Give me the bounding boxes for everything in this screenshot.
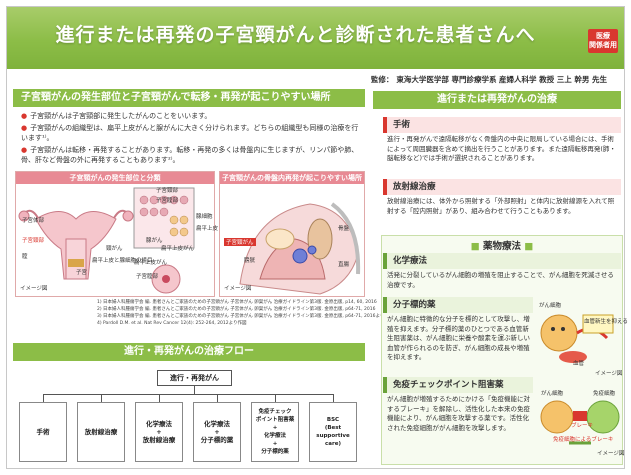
- uterus-illustration: [18, 187, 195, 294]
- label-squamous-carcinoma-2: 扁平上皮がん: [134, 260, 168, 266]
- ill-label-brake: ブレーキ: [571, 423, 594, 429]
- drug-therapy-panel: ■ 薬物療法 ■: [381, 235, 623, 465]
- label-image-note-2: イメージ図: [224, 286, 252, 292]
- targeted-heading: 分子標的薬: [383, 297, 533, 313]
- reference-2: 2) 日本婦人科腫瘍学会 編. 患者さんとご家族のための子宮頸がん 子宮体がん …: [97, 307, 376, 312]
- flow-connector-v: [194, 386, 195, 394]
- header-banner: 進行または再発の子宮頸がんと診断された患者さんへ 医療 関係者用: [7, 7, 624, 69]
- radiation-text: 放射線治療には、体外から照射する「外部照射」と体内に放射線源を入れて照射する「腔…: [387, 197, 615, 215]
- flow-tick-1: [43, 394, 44, 402]
- pelvis-illustration: [239, 202, 361, 295]
- flow-tick-6: [333, 394, 334, 402]
- flow-tick-5: [275, 394, 276, 402]
- ill-label-brake-caption: 免疫細胞によるブレーキ: [553, 437, 614, 443]
- angiogenesis-illustration: [540, 314, 614, 363]
- flow-tick-4: [217, 394, 218, 402]
- figure-recurrence-sites: 子宮頸がんの骨盤内再発が起こりやすい場所 子宮頸がん 膀胱 骨盤 直腸 イメージ…: [219, 171, 365, 297]
- poster: 進行または再発の子宮頸がんと診断された患者さんへ 医療 関係者用 監修：東海大学…: [6, 6, 628, 469]
- label-cervical-cancer-2: 子宮頸がん: [224, 238, 256, 246]
- flow-chemoradiation: 化学療法 + 放射線治療: [135, 402, 183, 462]
- label-rectum: 直腸: [338, 262, 350, 268]
- bullet-2: ●子宮頸がんの組織型は、扁平上皮がんと腺がんに大きく分けられます。どちらの組織型…: [21, 124, 359, 142]
- figure2-caption: 子宮頸がんの骨盤内再発が起こりやすい場所: [220, 172, 364, 184]
- section-title-site: 子宮頸がんの発生部位と子宮頸がんで転移・再発が起こりやすい場所: [13, 89, 365, 107]
- reference-3: 3) 日本婦人科腫瘍学会 編. 患者さんとご家族のための子宮頸がん 子宮体がん …: [97, 314, 394, 319]
- label-squamous-carcinoma: 扁平上皮がん: [161, 246, 195, 252]
- flow-connector-h: [43, 394, 333, 395]
- checkpoint-text: がん細胞が増殖するためにかける「免疫機能に対するブレーキ」を解除し、活性化した本…: [387, 395, 530, 432]
- label-cervix-left: 子宮頸部: [22, 238, 45, 244]
- reference-4: 4) Pardoll D.M. et al. Nat Rev Cancer 12…: [97, 321, 247, 326]
- label-uterine-body: 子宮体部: [22, 218, 45, 224]
- surgery-text: 進行・再発がんで遠隔転移がなく骨盤内の中央に限局している場合には、手術によって周…: [387, 135, 616, 162]
- label-vagina: 腟: [22, 254, 28, 260]
- flow-radiation: 放射線治療: [77, 402, 125, 462]
- label-squamous: 扁平上皮: [196, 226, 219, 232]
- checkpoint-heading: 免疫チェックポイント阻害薬: [383, 377, 533, 393]
- flow-surgery: 手術: [19, 402, 67, 462]
- badge-line1: 医療: [596, 32, 610, 40]
- label-bladder: 膀胱: [244, 258, 256, 264]
- ill-label-vessel: 血管: [573, 361, 585, 367]
- label-vaginal-part-2: 子宮腟部: [136, 274, 159, 280]
- ill-label-inhibit: 血管新生を抑える: [584, 319, 628, 325]
- targeted-text: がん細胞に特徴的な分子を標的として攻撃し、増殖を抑えます。分子標的薬のひとつであ…: [387, 315, 530, 361]
- flow-chemo-targeted: 化学療法 + 分子標的薬: [193, 402, 241, 462]
- drug-therapy-heading: ■ 薬物療法 ■: [470, 241, 534, 252]
- ill-label-image-4: イメージ図: [597, 451, 625, 457]
- radiation-heading: 放射線治療: [383, 179, 621, 195]
- flow-root: 進行・再発がん: [157, 370, 232, 386]
- label-vaginal-part: 子宮腟部: [156, 198, 179, 204]
- ill-label-cancer-cell: がん細胞: [539, 303, 562, 309]
- surgery-heading: 手術: [383, 117, 621, 133]
- ill-label-cancer-cell-2: がん細胞: [541, 391, 564, 397]
- section-title-treatment: 進行または再発がんの治療: [373, 91, 621, 109]
- label-uterus: 子宮: [76, 270, 88, 276]
- bullet-3: ●子宮頸がんは転移・再発することがあります。転移・再発の多くは骨盤内に生じますが…: [21, 146, 359, 164]
- badge-line2: 関係者用: [589, 41, 617, 49]
- supervisor-label: 監修：: [370, 75, 394, 84]
- checkpoint-illustration: [540, 400, 620, 445]
- ill-label-immune-cell: 免疫細胞: [593, 391, 616, 397]
- section-title-flow: 進行・再発がんの治療フロー: [13, 343, 365, 361]
- bullet-1: ●子宮頸がんは子宮頸部に発生したがんのことをいいます。: [21, 112, 212, 120]
- label-boundary: 扁平上皮と腺細胞の境目: [92, 258, 153, 264]
- page-title: 進行または再発の子宮頸がんと診断された患者さんへ: [55, 24, 536, 46]
- figure1-caption: 子宮頸がんの発生部位と分類: [16, 172, 214, 184]
- flow-tick-2: [101, 394, 102, 402]
- label-cervix: 子宮頸部: [156, 188, 179, 194]
- figure-site-classification: 子宮頸がんの発生部位と分類 子宮頸部 子宮腟部 腺細胞 扁平上皮: [15, 171, 219, 297]
- supervisor-credit: 監修：東海大学医学部 専門診療学系 産婦人科学 教授 三上 幹男 先生: [371, 74, 610, 85]
- label-image-note-1: イメージ図: [20, 286, 48, 292]
- flow-tick-3: [159, 394, 160, 402]
- reference-1: 1) 日本婦人科腫瘍学会 編. 患者さんとご家族のための子宮頸がん 子宮体がん …: [97, 300, 377, 305]
- audience-badge: 医療 関係者用: [588, 29, 618, 53]
- chemo-text: 活発に分裂しているがん細胞の増殖を阻止することで、がん細胞を死滅させる治療です。: [387, 271, 614, 289]
- chemo-heading: 化学療法: [383, 253, 621, 269]
- flow-bsc: BSC (Best supportive care): [309, 402, 357, 462]
- label-pelvis: 骨盤: [338, 226, 350, 232]
- ill-label-image-3: イメージ図: [595, 371, 623, 377]
- label-gland-cell: 腺細胞: [196, 214, 213, 220]
- label-cervical-cancer: 頸がん: [106, 246, 123, 252]
- supervisor-name: 東海大学医学部 専門診療学系 産婦人科学 教授 三上 幹男 先生: [396, 75, 607, 84]
- label-adenocarcinoma: 腺がん: [146, 238, 163, 244]
- flow-checkpoint-combo: 免疫チェック ポイント阻害薬 + 化学療法 + 分子標的薬: [251, 402, 299, 462]
